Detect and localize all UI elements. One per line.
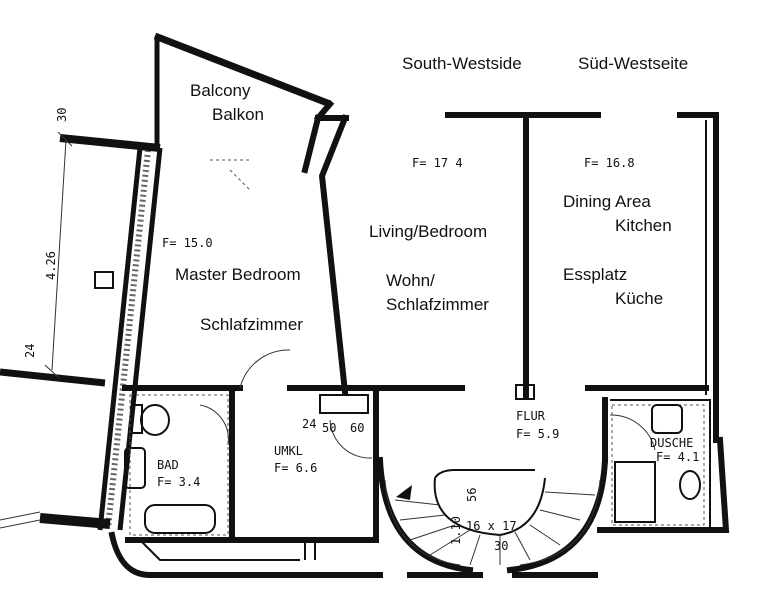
master-label-en: Master Bedroom [175, 265, 301, 284]
left-outer-wall [0, 134, 163, 531]
umkl-label: UMKL [274, 444, 303, 458]
dim-1-10: 1.10 [449, 516, 463, 545]
orientation-de: Süd-Westseite [578, 54, 688, 73]
dimension-lines [44, 131, 73, 379]
bath-area: F= 3.4 [157, 475, 200, 489]
master-area: F= 15.0 [162, 236, 213, 250]
living-label-de1: Wohn/ [386, 271, 435, 290]
flur-label: FLUR [516, 409, 546, 423]
dining-label-de1: Essplatz [563, 265, 627, 284]
dining-area: F= 16.8 [584, 156, 635, 170]
living-label-en: Living/Bedroom [369, 222, 487, 241]
orientation-en: South-Westside [402, 54, 522, 73]
dim-24b: 24 [302, 417, 316, 431]
living-label-de2: Schlafzimmer [386, 295, 489, 314]
master-label-de: Schlafzimmer [200, 315, 303, 334]
dining-label-en2: Kitchen [615, 216, 672, 235]
dim-60: 60 [350, 421, 364, 435]
living-area: F= 17 4 [412, 156, 463, 170]
dim-56: 56 [465, 488, 479, 502]
balcony-label-en: Balcony [190, 81, 251, 100]
umkl-area: F= 6.6 [274, 461, 317, 475]
bath-label: BAD [157, 458, 179, 472]
shower-area: F= 4.1 [656, 450, 699, 464]
dim-30: 30 [55, 108, 69, 122]
dining-label-en1: Dining Area [563, 192, 651, 211]
dim-30b: 30 [494, 539, 508, 553]
flur-area: F= 5.9 [516, 427, 559, 441]
dining-label-de2: Küche [615, 289, 663, 308]
staircase [384, 469, 601, 566]
fixtures [124, 159, 705, 536]
dim-4-26: 4.26 [44, 251, 58, 280]
balcony-label-de: Balkon [212, 105, 264, 124]
dim-50: 50 [322, 421, 336, 435]
stairs-dim: 16 x 17 [466, 519, 517, 533]
walls [108, 112, 730, 578]
shower-label: DUSCHE [650, 436, 693, 450]
dim-24: 24 [23, 344, 37, 358]
